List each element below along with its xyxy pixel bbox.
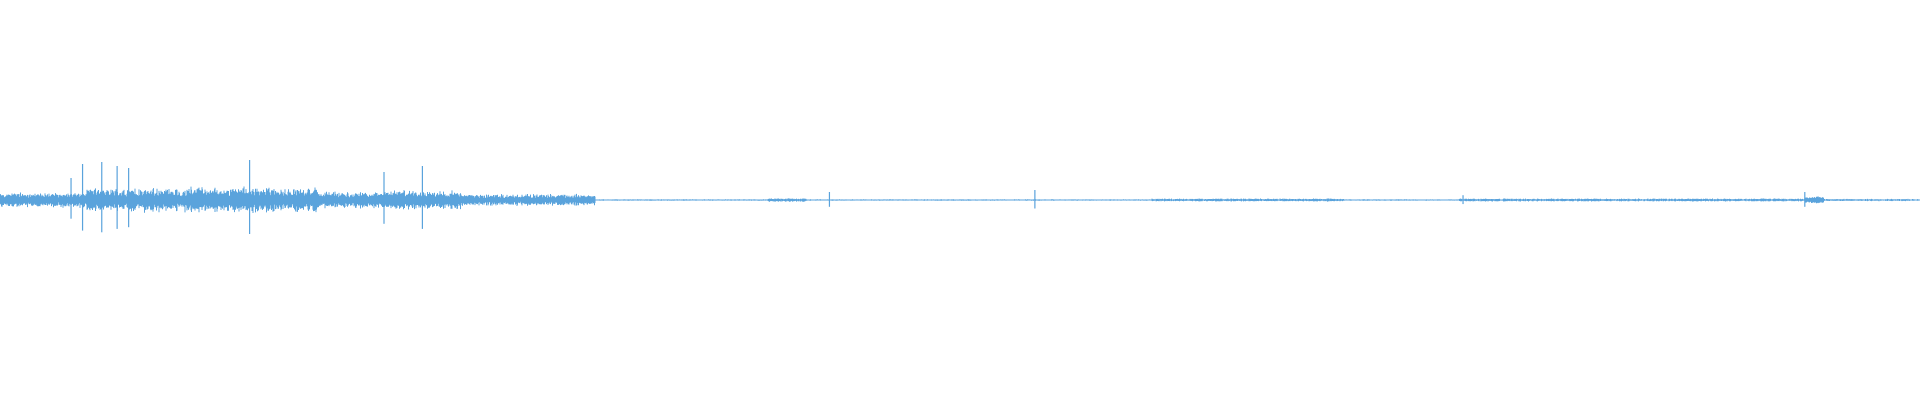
waveform-peaks (70, 160, 1806, 234)
waveform-path (0, 186, 1920, 214)
